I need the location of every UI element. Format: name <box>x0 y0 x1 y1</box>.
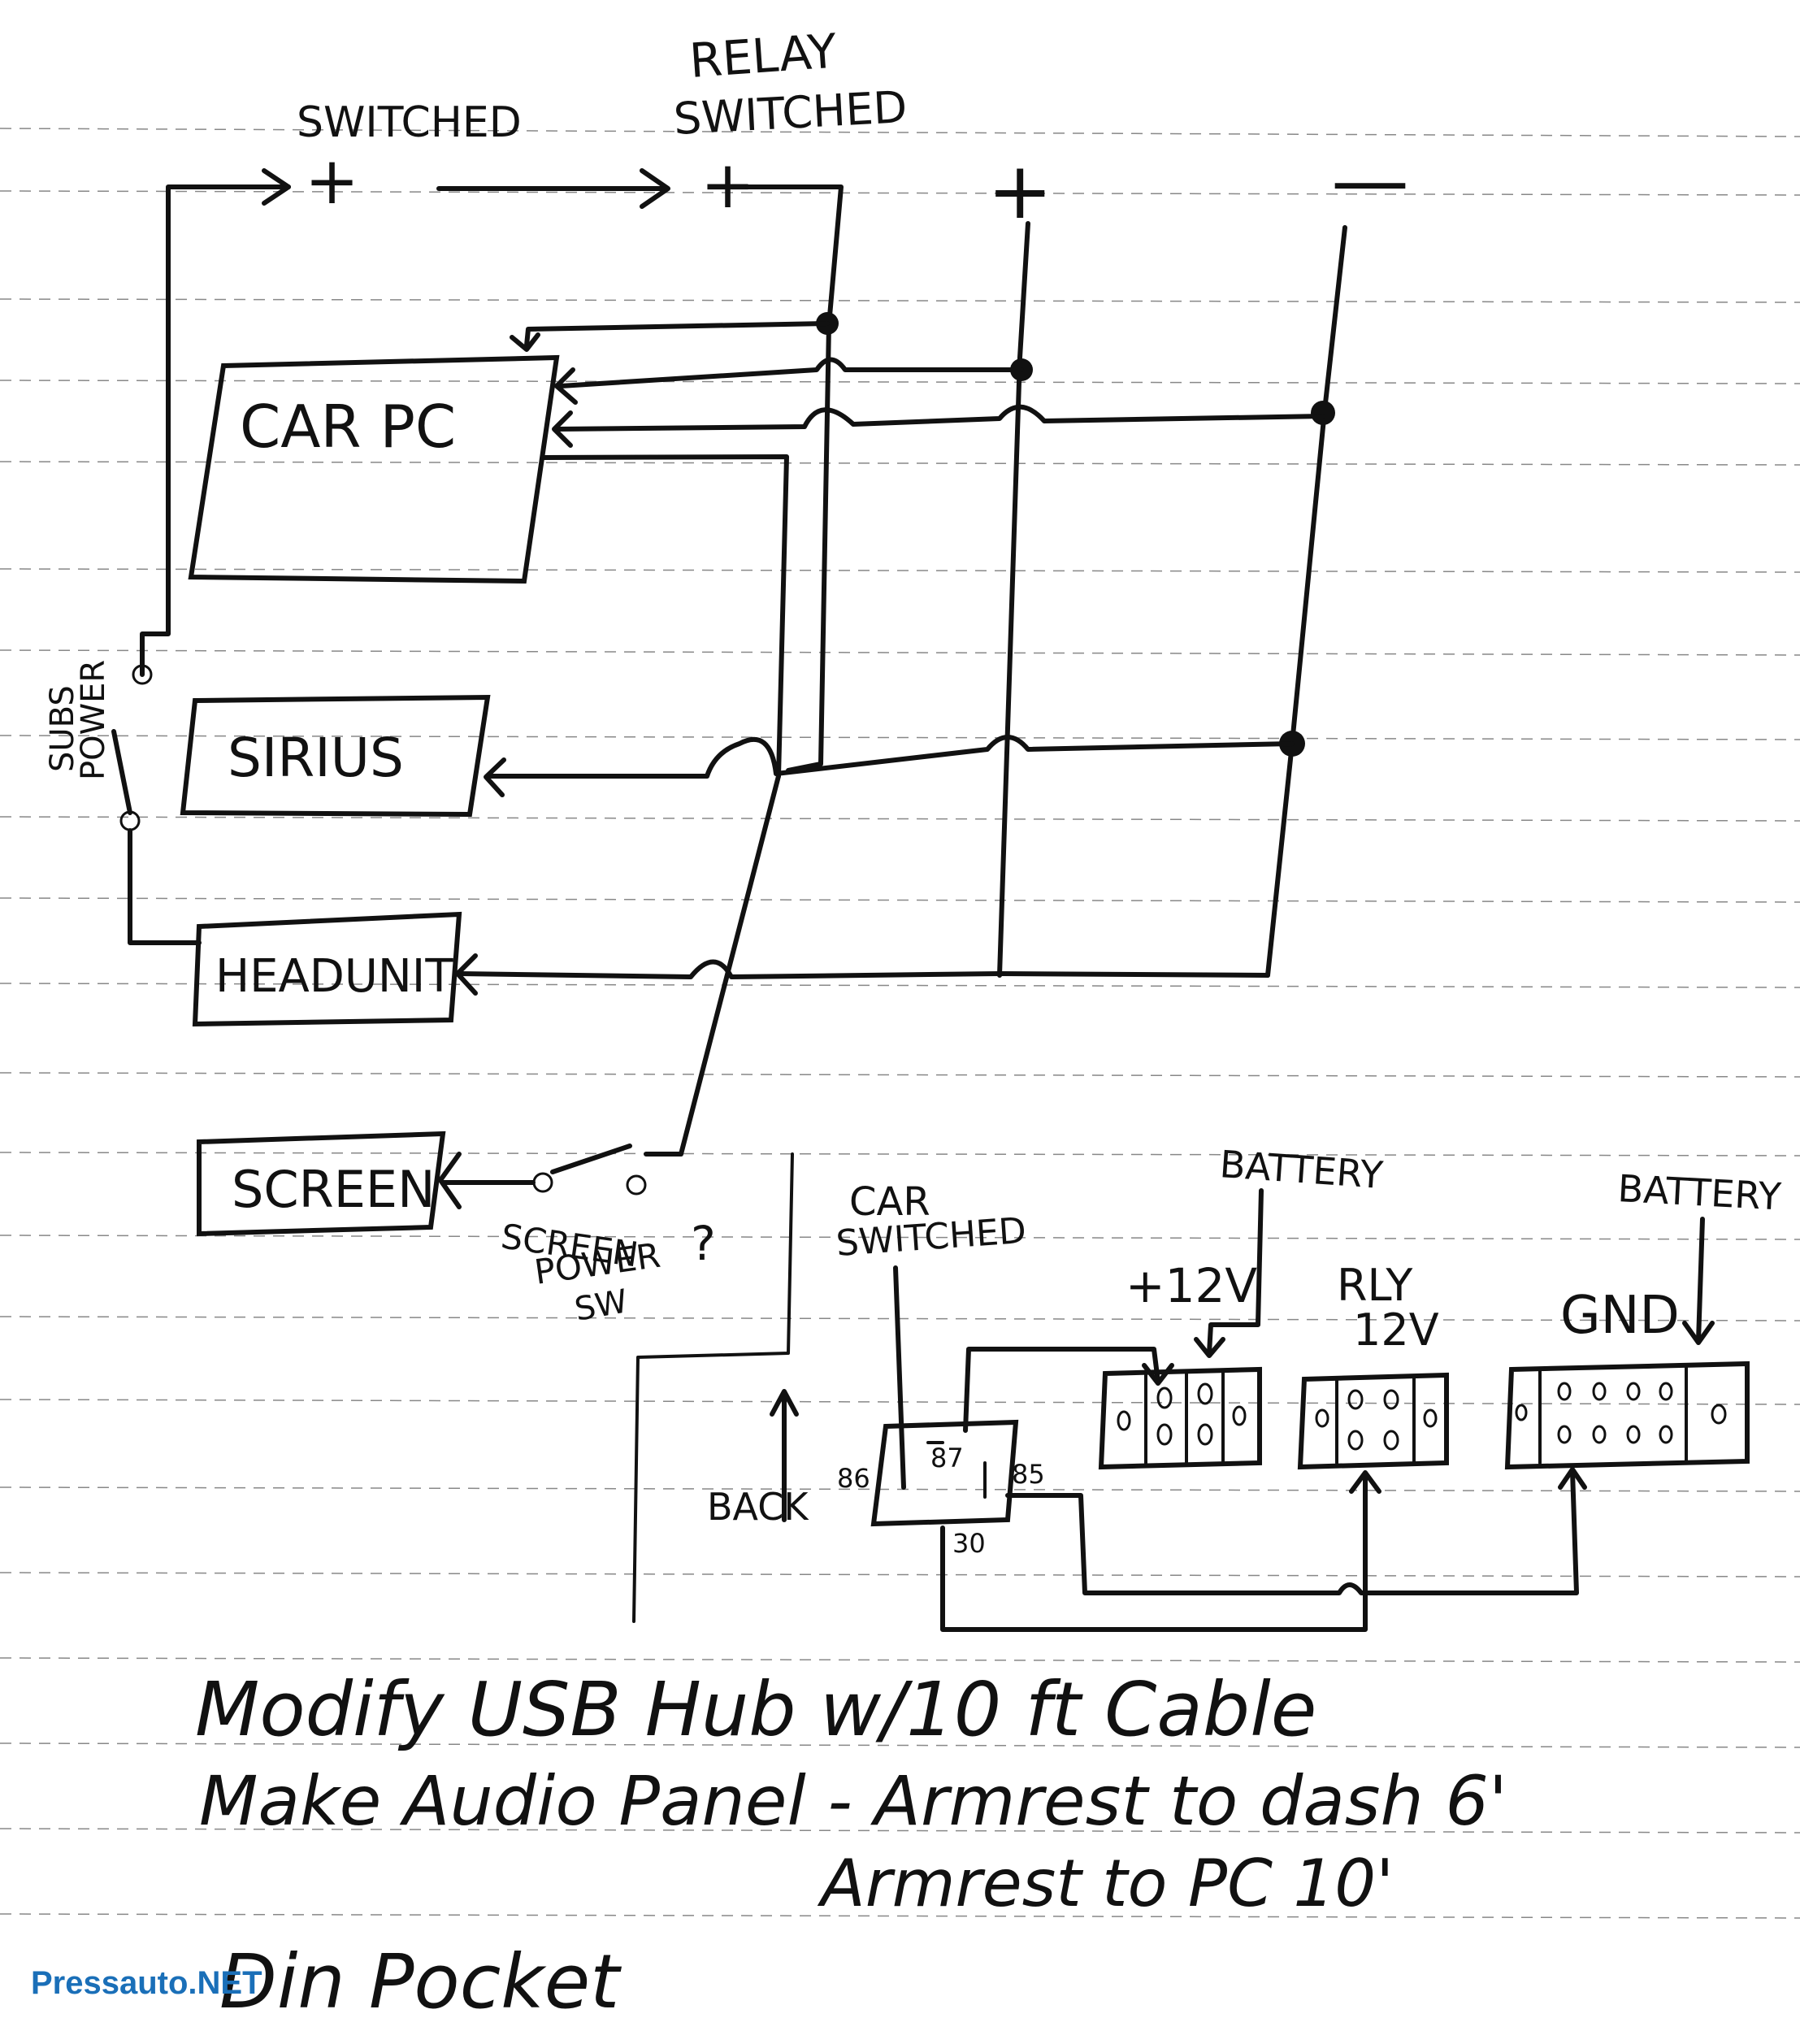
car-pc-box <box>188 354 560 584</box>
pin-30-label: 30 <box>952 1528 986 1559</box>
battery-label-2: BATTERY <box>1616 1166 1782 1218</box>
ground-bus <box>1265 225 1347 978</box>
subs-power-label: SUBS <box>44 685 81 772</box>
battery-12v-wire <box>1207 1188 1264 1356</box>
back-label: BACK <box>707 1485 809 1529</box>
plus-switched: + <box>305 143 359 219</box>
note-line-4: Din Pocket <box>219 1938 622 2025</box>
note-line-1: Modify USB Hub w/10 ft Cable <box>195 1666 1316 1753</box>
screen-label: SCREEN <box>232 1160 435 1219</box>
power-label: POWER <box>75 660 112 780</box>
sirius-wire <box>485 735 1295 779</box>
arrow-head-icon <box>1194 1337 1225 1358</box>
arrow-head-icon <box>438 1152 462 1209</box>
note-line-2: Make Audio Panel - Armrest to dash 6' <box>199 1761 1507 1841</box>
gnd-label: GND <box>1560 1286 1680 1346</box>
car-pc-battery-wire <box>558 357 1024 388</box>
arrow-head-icon <box>1349 1470 1381 1494</box>
terminal-holes <box>1315 1389 1438 1451</box>
sirius-label: SIRIUS <box>228 727 404 789</box>
plus-12v-fuse-block <box>1098 1366 1262 1470</box>
switch-terminal <box>626 1174 647 1196</box>
arrow-head-icon <box>770 1389 799 1417</box>
question-mark: ? <box>691 1216 716 1271</box>
pin-85-label: 85 <box>1012 1459 1045 1490</box>
note-line-3: Armrest to PC 10' <box>817 1846 1394 1921</box>
pin-86-label: 86 <box>837 1463 870 1494</box>
watermark: Pressauto.NET <box>31 1965 262 2001</box>
pin-87-label: 87 <box>930 1443 964 1473</box>
subs-power-label-2: POWER <box>75 660 112 780</box>
subs-switch-lower-wire <box>128 828 202 945</box>
screen-power-feed <box>644 774 781 1157</box>
subs-switch-lever <box>111 729 132 815</box>
rly-12v-label: 12V <box>1353 1304 1439 1356</box>
plus-12v-label: +12V <box>1126 1258 1257 1313</box>
arrow-head-icon <box>1682 1321 1715 1345</box>
switched-feed-wire <box>166 184 291 328</box>
plus-relay: + <box>700 147 755 223</box>
relay-85-ground-wire <box>1005 1469 1579 1595</box>
relay-30-wire <box>940 1473 1368 1632</box>
screen-switch-lever <box>550 1144 632 1174</box>
din-pocket-outline <box>632 1152 794 1623</box>
arrow-head-icon <box>455 953 478 996</box>
minus-ground: — <box>1331 135 1409 226</box>
relay-box <box>870 1419 1019 1527</box>
arrow-head-icon <box>552 410 573 448</box>
switch-terminal <box>532 1172 553 1193</box>
car-pc-relay-wire <box>524 321 830 348</box>
sirius-box <box>180 694 491 818</box>
arrow-head-icon <box>640 168 670 209</box>
car-switched-wire <box>893 1265 906 1490</box>
battery-plus-bus <box>997 221 1030 978</box>
arrow-head-icon <box>554 367 578 405</box>
rly-label: RLY <box>1337 1260 1413 1311</box>
gnd-block <box>1504 1360 1750 1470</box>
relay-87-wire <box>963 1347 1160 1433</box>
battery-label-1: BATTERY <box>1218 1142 1385 1197</box>
relay-switched-bus <box>745 184 844 773</box>
subs-switch-upper-wire <box>140 323 171 677</box>
junction-dot <box>1311 401 1335 425</box>
relay-switched-label: SWITCHED <box>672 81 908 145</box>
terminal-holes <box>1515 1382 1727 1444</box>
car-pc-screen-wire <box>540 454 789 779</box>
screen-box <box>197 1130 446 1237</box>
arrow-head-icon <box>510 332 540 352</box>
relay-label: RELAY <box>687 23 839 89</box>
headunit-label: HEADUNIT <box>215 950 453 1003</box>
screen-power-sw-label-3: SW <box>572 1282 631 1329</box>
headunit-wire <box>457 959 1270 979</box>
car-switched-label-1: CAR <box>849 1179 930 1225</box>
arrow-head-icon <box>484 757 506 797</box>
terminal-holes <box>1117 1382 1247 1446</box>
arrow-head-icon <box>1558 1467 1587 1490</box>
switched-label: SWITCHED <box>297 98 522 147</box>
battery-gnd-arrow <box>1696 1217 1705 1343</box>
subs-label: SUBS <box>44 685 81 772</box>
plus-battery: + <box>987 145 1052 237</box>
car-pc-ground-wire <box>554 404 1325 432</box>
arrow-head-icon <box>262 168 291 206</box>
headunit-box <box>192 911 462 1027</box>
car-pc-label: CAR PC <box>240 393 456 461</box>
notebook-rules <box>0 128 1800 1919</box>
rly-12v-fuse-block <box>1297 1372 1449 1470</box>
